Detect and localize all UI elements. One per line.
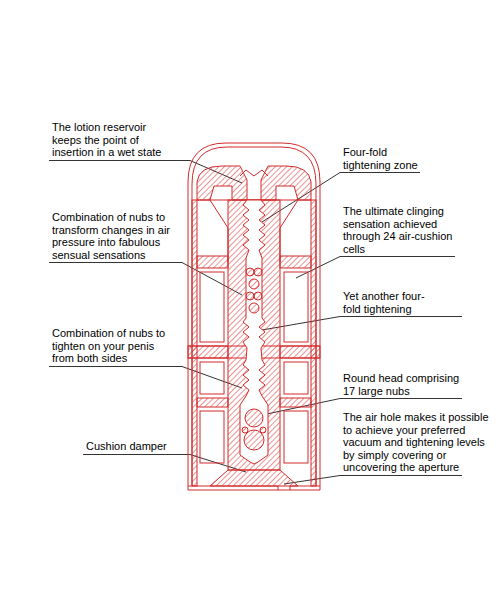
leader-line <box>340 316 462 317</box>
cushion-damper <box>210 470 298 486</box>
callout-text: The lotion reservoir keeps the point of … <box>52 121 177 159</box>
top-cap <box>261 166 311 200</box>
sleeve-core <box>228 200 280 470</box>
callout-text: Four-fold tightening zone <box>343 146 433 171</box>
leader-line <box>340 256 455 257</box>
base-line <box>188 486 278 487</box>
lotion-reservoir <box>240 170 268 176</box>
nubs <box>242 268 266 450</box>
air-hole <box>278 486 279 490</box>
callout-text: The air hole makes it possible to achiev… <box>343 411 493 474</box>
leader-line <box>340 475 462 476</box>
air-cell <box>200 411 224 463</box>
air-cell <box>284 411 308 463</box>
band <box>280 398 311 407</box>
air-cell <box>284 272 308 342</box>
leader-line <box>49 160 190 161</box>
callout-text: The ultimate clinging sensation achieved… <box>343 205 468 255</box>
callout-text: Yet another four-fold tightening <box>343 290 439 315</box>
leader-line <box>83 454 190 455</box>
inner-shell <box>192 147 316 486</box>
band <box>188 346 228 358</box>
callout-text: Round head comprising 17 large nubs <box>343 372 468 397</box>
base-line <box>290 486 320 487</box>
band <box>197 398 228 407</box>
band <box>280 256 311 268</box>
callout-text: Combination of nubs to tighten on your p… <box>52 327 177 365</box>
leader-line <box>49 262 182 263</box>
channel <box>240 200 268 464</box>
band <box>197 256 228 268</box>
shell-wall <box>311 200 316 486</box>
outer-shell <box>188 143 320 490</box>
callout-text: Combination of nubs to transform changes… <box>52 211 182 261</box>
shell-wall <box>192 200 197 486</box>
leader-line <box>340 398 462 399</box>
air-cell <box>284 362 308 394</box>
air-cell <box>200 362 224 394</box>
air-cell <box>200 272 224 342</box>
callout-text: Cushion damper <box>86 440 196 453</box>
top-cap <box>197 166 247 200</box>
band <box>280 346 320 358</box>
air-hole <box>290 486 291 490</box>
leader-line <box>49 366 182 367</box>
leader-line <box>340 172 420 173</box>
